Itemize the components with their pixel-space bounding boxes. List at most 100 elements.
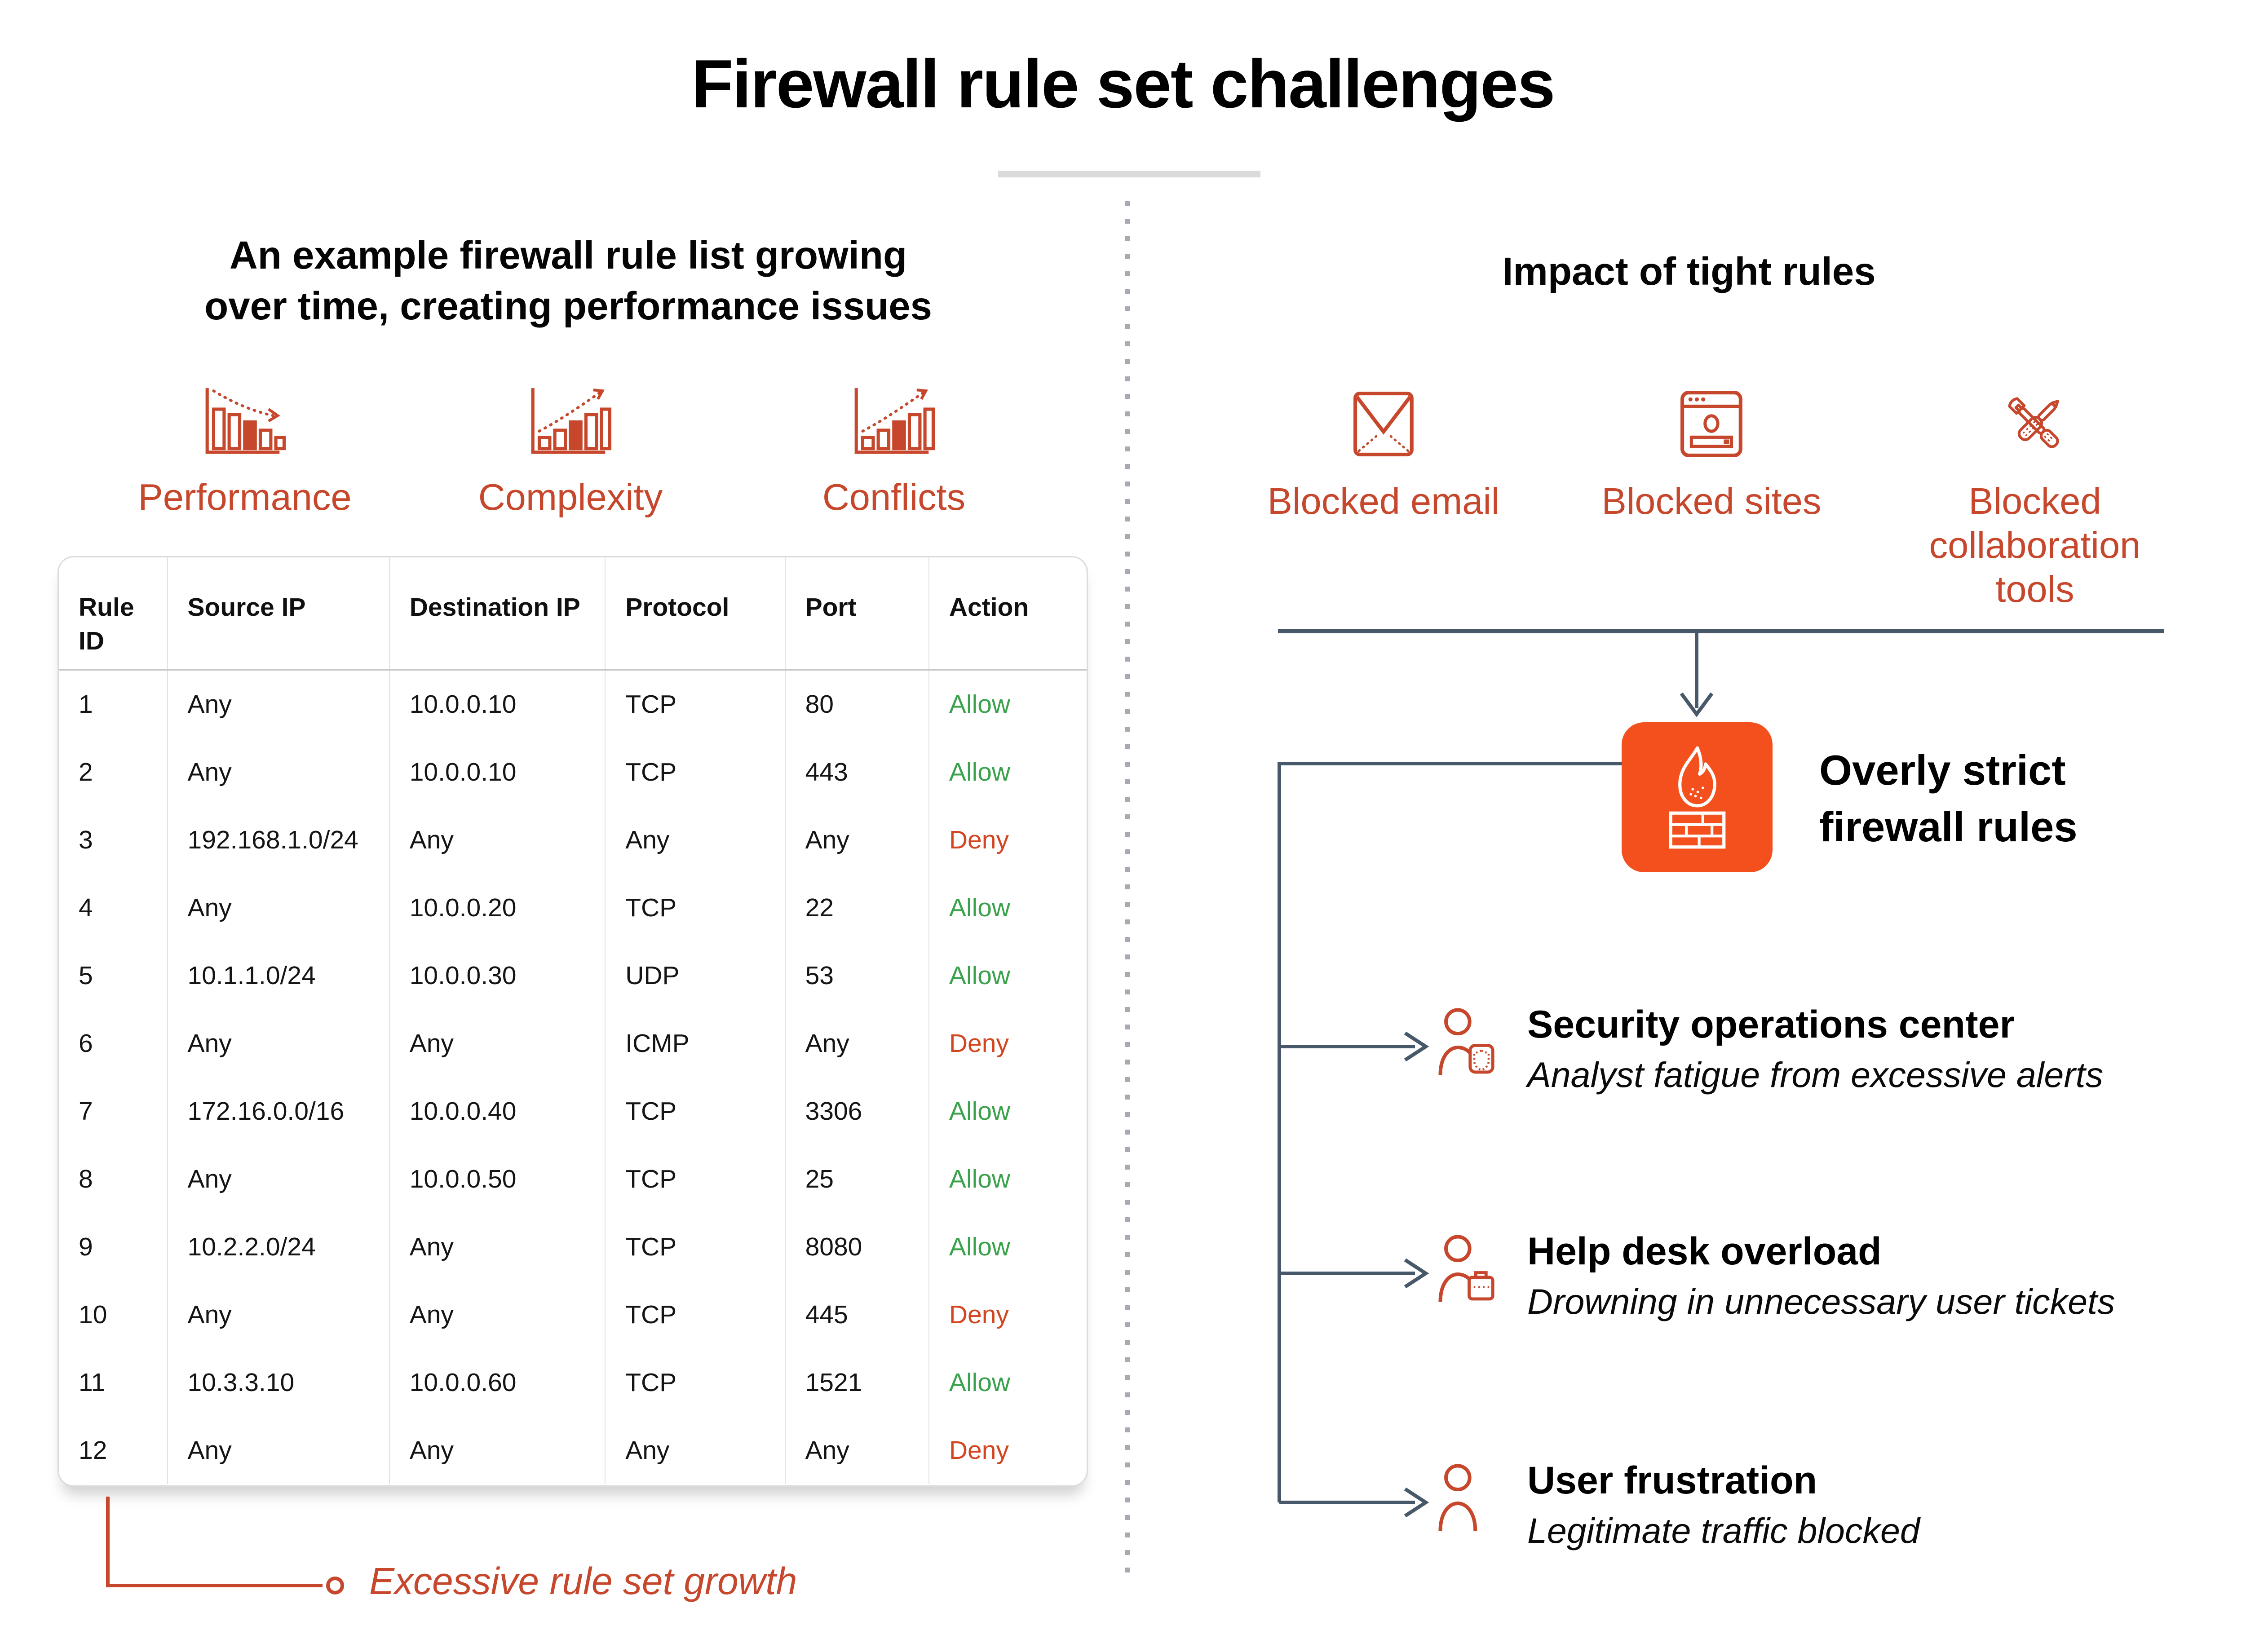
action-cell: Allow: [949, 758, 1011, 787]
table-cell: 443: [786, 738, 929, 806]
table-cell: 172.16.0.0/16: [168, 1077, 390, 1145]
column-header: Port: [786, 557, 929, 669]
analyst-shield-icon: [1438, 1008, 1494, 1075]
impact-subtitle: Legitimate traffic blocked: [1527, 1511, 1920, 1550]
table-cell: 10.0.0.50: [390, 1145, 606, 1213]
table-cell: 10.1.1.0/24: [168, 941, 390, 1010]
metric-label: Performance: [138, 476, 352, 518]
action-cell: Deny: [949, 1300, 1009, 1329]
impact-security-operations-center: Security operations center Analyst fatig…: [1435, 1003, 2244, 1095]
browser-icon: [1680, 391, 1742, 457]
blocked-label: Blocked collaboration tools: [1929, 480, 2141, 610]
left-heading-line2: over time, creating performance issues: [204, 284, 932, 328]
action-cell: Allow: [949, 690, 1011, 719]
action-cell: Allow: [949, 1368, 1011, 1397]
impact-subtitle: Drowning in unnecessary user tickets: [1527, 1281, 2115, 1321]
table-cell: 445: [786, 1281, 929, 1349]
table-cell: 11: [59, 1348, 168, 1417]
column-header: Rule ID: [59, 557, 168, 669]
table-cell: 6: [59, 1009, 168, 1078]
table-cell: 10: [59, 1281, 168, 1349]
cause-title: Overly strict firewall rules: [1819, 742, 2188, 855]
table-cell: 12: [59, 1416, 168, 1484]
table-cell: TCP: [606, 1213, 786, 1281]
column-header: Protocol: [606, 557, 786, 669]
table-cell: ICMP: [606, 1009, 786, 1078]
action-cell: Allow: [949, 1232, 1011, 1261]
table-cell: 10.0.0.10: [390, 671, 606, 738]
column-header: Source IP: [168, 557, 390, 669]
table-cell: 10.3.3.10: [168, 1348, 390, 1417]
table-cell: 53: [786, 941, 929, 1010]
table-cell: 22: [786, 874, 929, 942]
action-cell: Allow: [949, 961, 1011, 990]
action-cell: Deny: [949, 1029, 1009, 1058]
table-cell: 10.0.0.10: [390, 738, 606, 806]
table-cell: Any: [786, 1416, 929, 1484]
table-cell: Any: [168, 1281, 390, 1349]
table-cell: 7: [59, 1077, 168, 1145]
table-cell: 8080: [786, 1213, 929, 1281]
table-cell: 4: [59, 874, 168, 942]
annotation-connector-line: [106, 1497, 344, 1595]
table-cell: 9: [59, 1213, 168, 1281]
table-cell: 8: [59, 1145, 168, 1213]
left-heading-line1: An example firewall rule list growing: [229, 234, 907, 277]
table-cell: Any: [168, 1145, 390, 1213]
impact-help-desk-overload: Help desk overload Drowning in unnecessa…: [1435, 1229, 2244, 1322]
table-cell: Any: [168, 671, 390, 738]
table-cell: TCP: [606, 1077, 786, 1145]
table-cell: Any: [390, 1416, 606, 1484]
firewall-icon: [1669, 746, 1725, 849]
annotation-text: Excessive rule set growth: [369, 1560, 797, 1602]
table-cell: 10.2.2.0/24: [168, 1213, 390, 1281]
envelope-icon: [1353, 392, 1414, 456]
cause-title-line2: firewall rules: [1819, 803, 2078, 850]
table-cell: Any: [606, 1416, 786, 1484]
table-cell: Any: [786, 1009, 929, 1078]
table-cell: Any: [606, 806, 786, 874]
metric-label: Conflicts: [822, 476, 966, 518]
action-cell: Deny: [949, 1436, 1009, 1465]
table-cell: 25: [786, 1145, 929, 1213]
table-cell: 10.0.0.40: [390, 1077, 606, 1145]
table-header-row: Rule ID Source IP Destination IP Protoco…: [59, 557, 1087, 671]
table-cell: 3: [59, 806, 168, 874]
metric-conflicts: Conflicts: [737, 385, 1051, 519]
table-cell: 80: [786, 671, 929, 738]
left-section-heading: An example firewall rule list growing ov…: [74, 230, 1062, 331]
table-cell: Any: [168, 1416, 390, 1484]
metric-performance: Performance: [88, 385, 402, 519]
table-cell: 10.0.0.20: [390, 874, 606, 942]
impact-title: User frustration: [1527, 1459, 1817, 1502]
table-cell: Any: [168, 874, 390, 942]
blocked-sites: Blocked sites: [1572, 390, 1851, 523]
table-cell: 2: [59, 738, 168, 806]
cause-title-line1: Overly strict: [1819, 746, 2066, 794]
blocked-collaboration-tools: Blocked collaboration tools: [1896, 390, 2174, 611]
flow-connector-lines: [1278, 629, 2164, 1518]
table-cell: Any: [390, 1281, 606, 1349]
table-cell: TCP: [606, 874, 786, 942]
table-cell: Any: [390, 1009, 606, 1078]
center-dotted-divider: [1125, 201, 1130, 1573]
column-header: Destination IP: [390, 557, 606, 669]
firewall-rule-table: Rule ID Source IP Destination IP Protoco…: [57, 556, 1088, 1487]
table-cell: UDP: [606, 941, 786, 1010]
column-header: Action: [949, 593, 1029, 622]
impact-title: Help desk overload: [1527, 1230, 1882, 1273]
table-cell: 10.0.0.30: [390, 941, 606, 1010]
table-cell: 3306: [786, 1077, 929, 1145]
page-title: Firewall rule set challenges: [691, 46, 1556, 122]
table-cell: 192.168.1.0/24: [168, 806, 390, 874]
table-cell: Any: [786, 806, 929, 874]
